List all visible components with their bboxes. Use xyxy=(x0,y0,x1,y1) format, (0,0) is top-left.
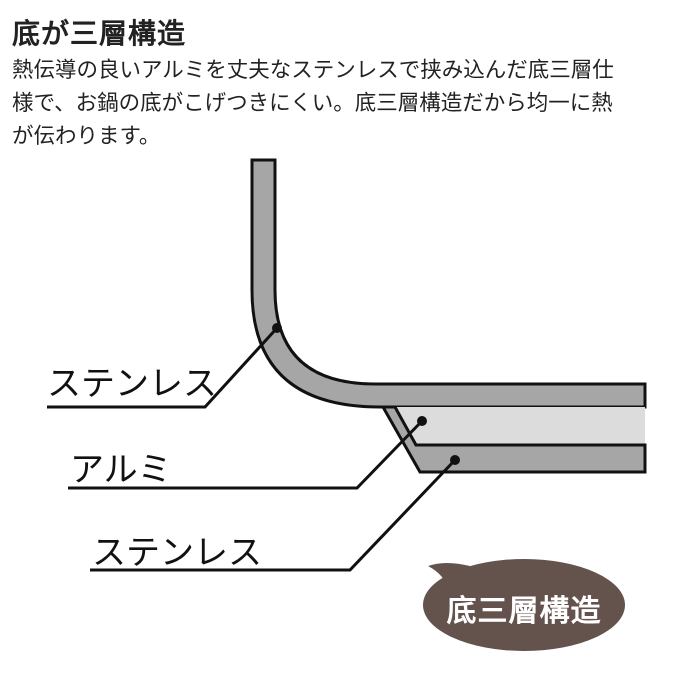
description: 熱伝導の良いアルミを丈夫なステンレスで挟み込んだ底三層仕 様で、お鍋の底がこげつ… xyxy=(12,54,692,153)
leader-line-stainless-bottom xyxy=(90,458,457,572)
marker-dot xyxy=(272,323,282,333)
description-line: が伝わります。 xyxy=(12,124,161,149)
speech-bubble xyxy=(423,559,625,651)
aluminum-layer xyxy=(395,407,645,445)
description-line: 様で、お鍋の底がこげつきにくい。底三層構造だから均一に熱 xyxy=(12,91,613,116)
description-line: 熱伝導の良いアルミを丈夫なステンレスで挟み込んだ底三層仕 xyxy=(12,58,614,83)
stainless-top-layer xyxy=(250,158,647,409)
label-stainless-top: ステンレス xyxy=(47,364,217,404)
leader-line-aluminum xyxy=(68,419,424,490)
marker-dot xyxy=(450,455,460,465)
leader-line-stainless-top xyxy=(47,326,279,409)
page-title: 底が三層構造 xyxy=(12,17,187,50)
bubble-text: 底三層構造 xyxy=(446,594,602,629)
stainless-bottom-layer xyxy=(380,405,647,474)
label-aluminum: アルミ xyxy=(70,450,172,490)
marker-dot xyxy=(417,416,427,426)
label-stainless-bottom: ステンレス xyxy=(92,533,262,573)
